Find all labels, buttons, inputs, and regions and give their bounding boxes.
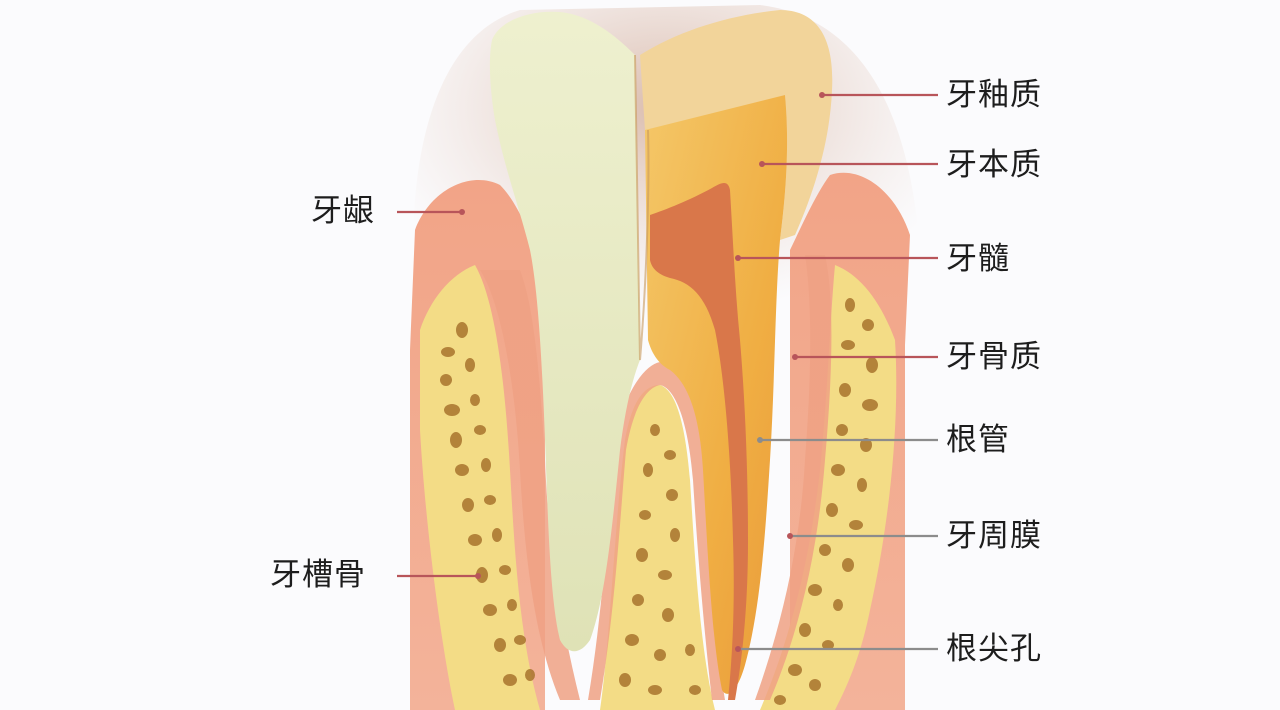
label-pulp: 牙髓 <box>946 241 1010 277</box>
tooth-left-half <box>489 11 640 652</box>
bone-pores <box>440 298 878 705</box>
label-enamel: 牙釉质 <box>946 77 1042 113</box>
label-periodontal-ligament: 牙周膜 <box>946 518 1042 554</box>
label-dentin: 牙本质 <box>946 147 1042 183</box>
label-alveolar-bone: 牙槽骨 <box>270 557 366 593</box>
alveolar-bone-right <box>760 265 897 710</box>
label-gum: 牙龈 <box>311 193 375 229</box>
alveolar-bone-middle <box>600 385 715 710</box>
periodontal-ligament-middle <box>588 362 725 700</box>
pulp-chamber <box>650 183 748 700</box>
label-root-canal: 根管 <box>946 422 1010 458</box>
tooth-divider <box>634 54 650 361</box>
label-cementum: 牙骨质 <box>946 339 1042 375</box>
enamel-cap <box>640 10 833 240</box>
label-apical-foramen: 根尖孔 <box>946 631 1042 667</box>
periodontal-ligament-right <box>755 255 832 700</box>
